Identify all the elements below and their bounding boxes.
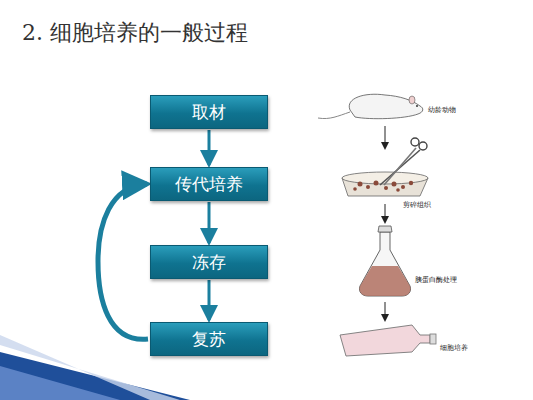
mouse — [318, 94, 423, 118]
process-box: 取材 — [150, 95, 268, 129]
flow-arrow — [208, 202, 211, 243]
process-box: 传代培养 — [150, 167, 268, 201]
figure-caption: 细胞培养 — [440, 343, 468, 353]
loop-arrow — [98, 184, 148, 339]
box-label: 冻存 — [192, 251, 226, 274]
box-label: 复苏 — [192, 328, 226, 351]
dish-scissors — [342, 138, 428, 196]
box-label: 取材 — [192, 101, 226, 124]
figure-caption: 剪碎组织 — [403, 200, 431, 210]
flow-arrow — [208, 130, 211, 165]
figure-caption: 幼龄动物 — [428, 105, 456, 115]
figure-caption: 胰蛋白酶处理 — [415, 275, 457, 285]
flow-arrow — [208, 280, 211, 320]
trypsin-flask — [359, 226, 410, 296]
light-stripe — [0, 366, 120, 400]
process-box: 复苏 — [150, 322, 268, 356]
slide-title: 2. 细胞培养的一般过程 — [22, 18, 248, 48]
culture-flask — [340, 325, 436, 356]
box-label: 传代培养 — [175, 173, 243, 196]
process-box: 冻存 — [150, 245, 268, 279]
